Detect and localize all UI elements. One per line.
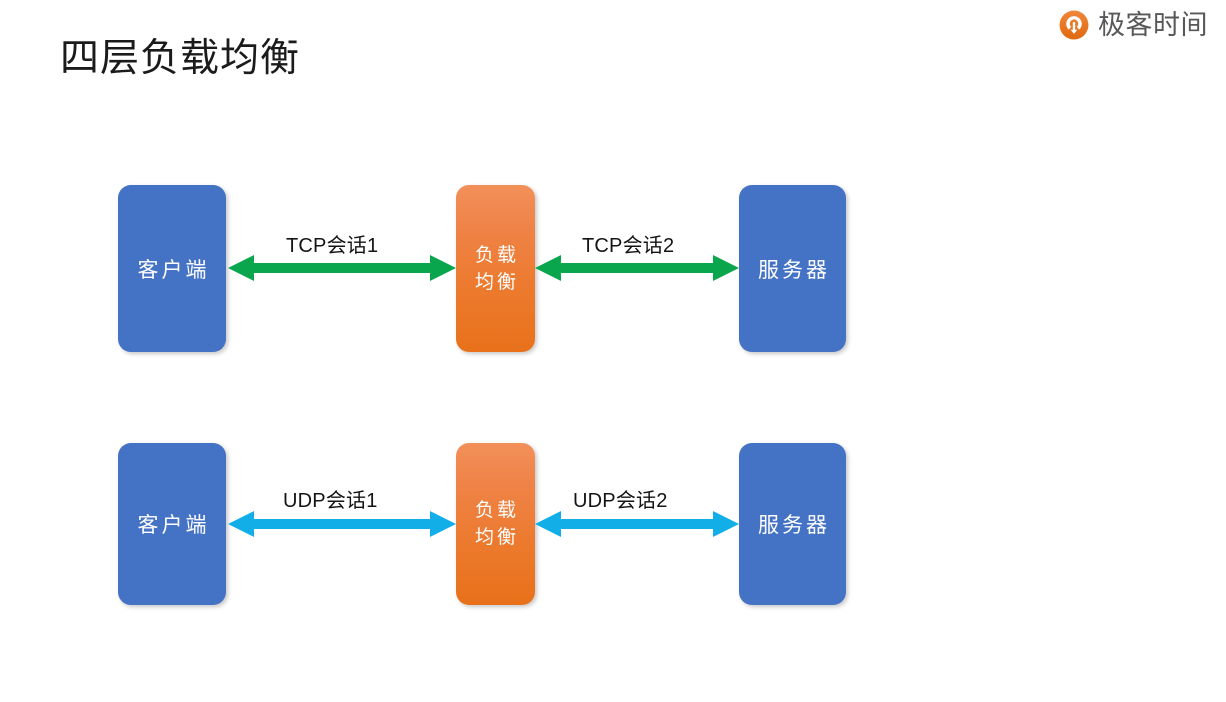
- edge-label-udp-session-2: UDP会话2: [573, 490, 668, 512]
- arrow-tcp-session-1: [228, 255, 456, 281]
- node-client-tcp[interactable]: 客户端: [118, 185, 226, 352]
- brand-logo: 极客时间: [1057, 8, 1208, 42]
- node-load-balancer-udp[interactable]: 负载 均衡: [456, 443, 535, 605]
- arrow-udp-session-2: [535, 511, 739, 537]
- brand-name: 极客时间: [1098, 10, 1208, 40]
- arrow-udp-session-1: [228, 511, 456, 537]
- node-server-udp[interactable]: 服务器: [739, 443, 846, 605]
- edge-label-udp-session-1: UDP会话1: [283, 490, 378, 512]
- edge-label-tcp-session-1: TCP会话1: [286, 235, 379, 257]
- node-label-line-2: 均衡: [474, 527, 519, 548]
- edge-label-tcp-session-2: TCP会话2: [582, 235, 675, 257]
- node-label-line: 客户端: [137, 258, 210, 282]
- node-label-line: 服务器: [758, 258, 830, 282]
- arrow-tcp-session-2: [535, 255, 739, 281]
- node-load-balancer-tcp[interactable]: 负载 均衡: [456, 185, 535, 352]
- node-label-line: 服务器: [758, 514, 830, 537]
- node-label-line-2: 均衡: [474, 271, 519, 293]
- node-server-tcp[interactable]: 服务器: [739, 185, 846, 352]
- page-title: 四层负载均衡: [60, 37, 301, 80]
- node-label-line: 客户端: [137, 514, 210, 537]
- node-label-line-1: 负载: [474, 244, 519, 266]
- geektime-logo-icon: [1059, 10, 1089, 40]
- node-client-udp[interactable]: 客户端: [118, 443, 226, 605]
- node-label-line-1: 负载: [474, 500, 519, 521]
